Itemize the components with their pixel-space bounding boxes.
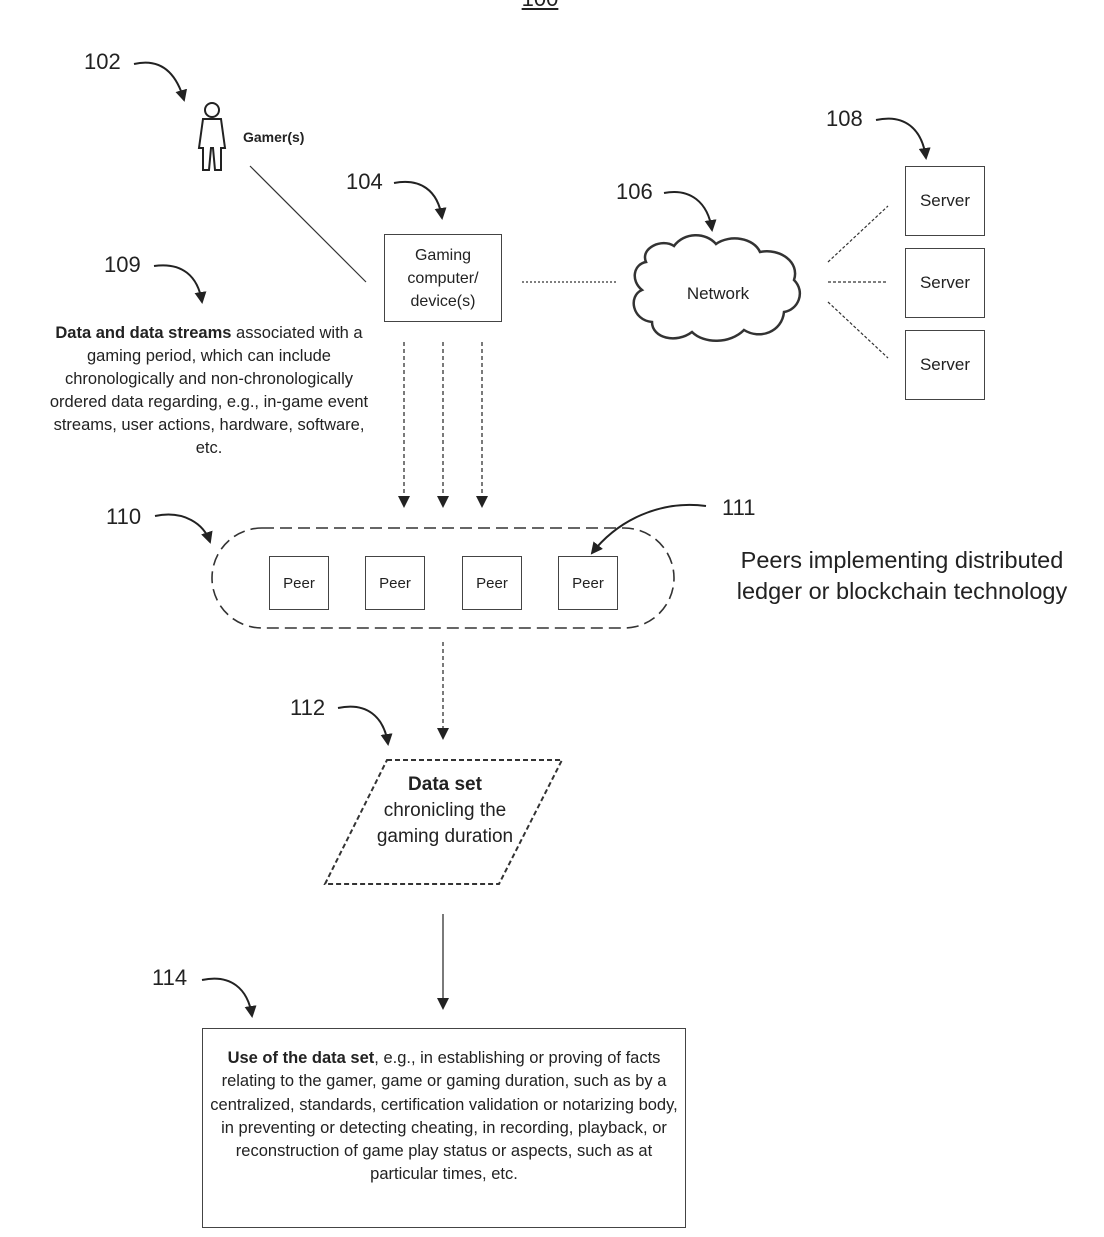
peer-label: Peer — [476, 575, 508, 592]
network-label: Network — [668, 284, 768, 304]
server-box-2: Server — [905, 248, 985, 318]
gaming-device-line-1: Gaming — [407, 244, 478, 267]
use-of-dataset-rest: , e.g., in establishing or proving of fa… — [210, 1049, 677, 1183]
data-streams-description: Data and data streams associated with a … — [44, 322, 374, 460]
person-icon — [199, 103, 225, 170]
dataset-label: Data set chronicling the gaming duration — [370, 772, 520, 850]
dataset-label-rest: chronicling the gaming duration — [377, 800, 513, 847]
leader-102 — [134, 63, 184, 100]
gamer-label: Gamer(s) — [243, 129, 304, 145]
peer-box-3: Peer — [462, 556, 522, 610]
leader-112 — [338, 707, 388, 744]
ref-112: 112 — [290, 695, 325, 721]
server-label: Server — [920, 355, 970, 375]
use-of-dataset-box: Use of the data set, e.g., in establishi… — [202, 1028, 686, 1228]
data-streams-description-rest: associated with a gaming period, which c… — [50, 324, 368, 457]
server-box-1: Server — [905, 166, 985, 236]
ref-111: 111 — [722, 495, 755, 521]
use-of-dataset-bold: Use of the data set — [228, 1049, 375, 1067]
leader-111 — [592, 505, 706, 553]
peer-box-4: Peer — [558, 556, 618, 610]
peer-label: Peer — [572, 575, 604, 592]
server-label: Server — [920, 191, 970, 211]
server-box-3: Server — [905, 330, 985, 400]
network-to-server-1-line — [828, 206, 888, 262]
peer-box-2: Peer — [365, 556, 425, 610]
ref-108: 108 — [826, 106, 863, 132]
leader-114 — [202, 979, 252, 1016]
ref-114: 114 — [152, 965, 187, 991]
peer-box-1: Peer — [269, 556, 329, 610]
dataset-label-bold: Data set — [408, 774, 482, 795]
peer-label: Peer — [283, 575, 315, 592]
ref-109: 109 — [104, 252, 141, 278]
ref-106: 106 — [616, 179, 653, 205]
ref-104: 104 — [346, 169, 383, 195]
data-streams-description-bold: Data and data streams — [55, 324, 231, 342]
peer-label: Peer — [379, 575, 411, 592]
leader-106 — [664, 192, 712, 230]
leader-109 — [154, 265, 202, 302]
figure-number: 100 — [500, 0, 580, 12]
peers-caption: Peers implementing distributed ledger or… — [712, 545, 1092, 607]
gaming-device-line-3: device(s) — [407, 290, 478, 313]
gaming-device-line-2: computer/ — [407, 267, 478, 290]
ref-102: 102 — [84, 49, 121, 75]
leader-110 — [155, 515, 210, 542]
server-label: Server — [920, 273, 970, 293]
gaming-device-box: Gaming computer/ device(s) — [384, 234, 502, 322]
leader-104 — [394, 182, 442, 218]
network-to-server-3-line — [828, 302, 888, 358]
leader-108 — [876, 119, 926, 158]
ref-110: 110 — [106, 504, 141, 530]
